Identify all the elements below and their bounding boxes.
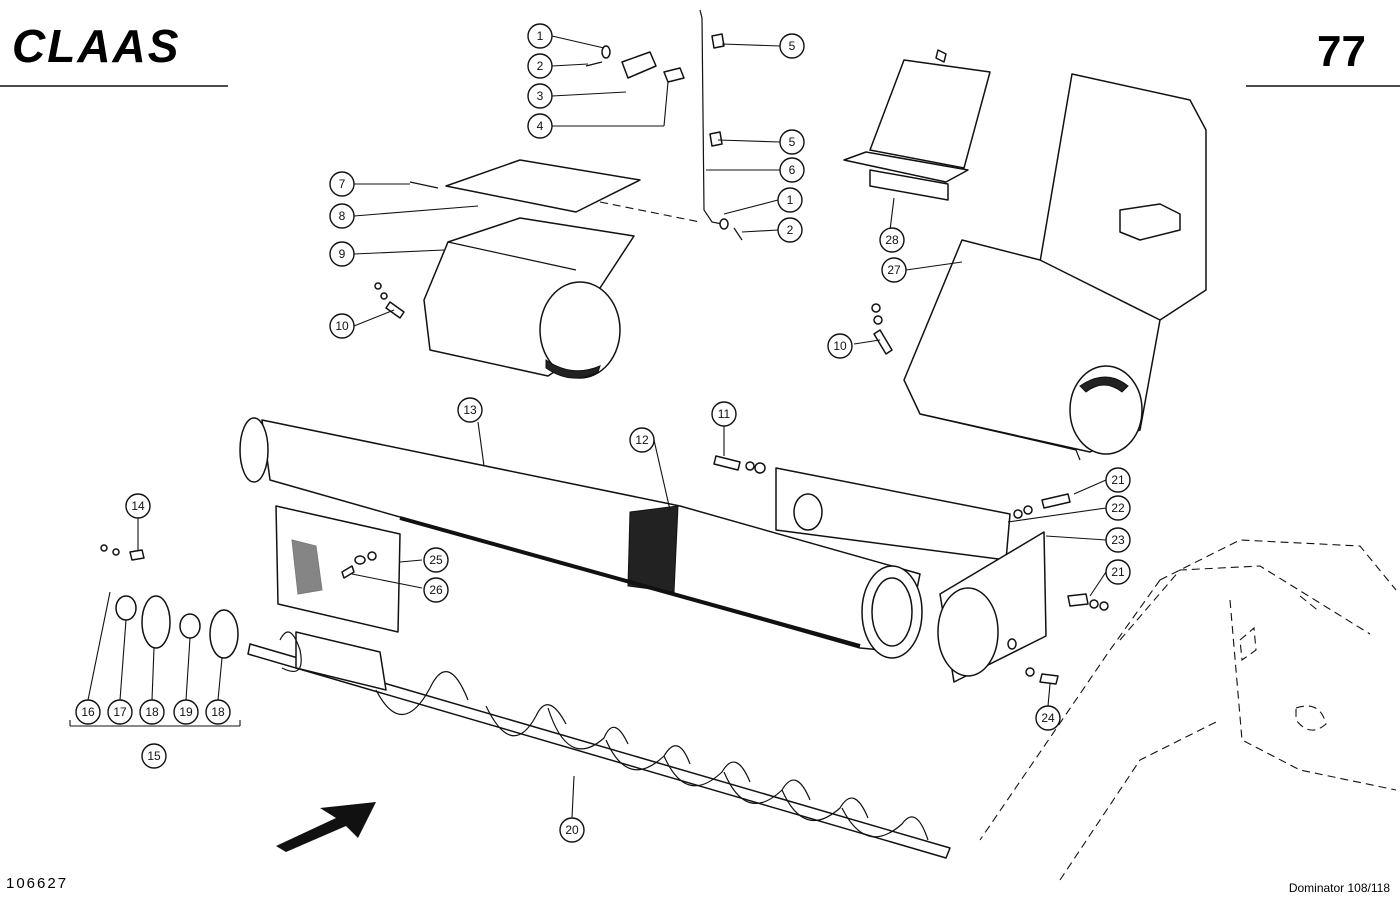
direction-arrow bbox=[276, 802, 376, 852]
hood bbox=[843, 49, 991, 201]
auger-shaft bbox=[247, 631, 951, 859]
callout-21b: 21 bbox=[1105, 559, 1131, 585]
callout-23: 23 bbox=[1105, 527, 1131, 553]
bolts-11-21-24 bbox=[713, 455, 1109, 685]
svg-text:8: 8 bbox=[339, 209, 346, 223]
callout-28: 28 bbox=[879, 227, 905, 253]
callout-1b: 1 bbox=[777, 187, 803, 213]
svg-text:17: 17 bbox=[113, 705, 127, 719]
svg-text:21: 21 bbox=[1111, 565, 1125, 579]
callout-12: 12 bbox=[629, 427, 655, 453]
svg-text:2: 2 bbox=[787, 223, 794, 237]
svg-text:24: 24 bbox=[1041, 711, 1055, 725]
svg-text:5: 5 bbox=[789, 39, 796, 53]
callout-20: 20 bbox=[559, 817, 585, 843]
wear-plate bbox=[275, 505, 401, 633]
svg-text:16: 16 bbox=[81, 705, 95, 719]
svg-text:20: 20 bbox=[565, 823, 579, 837]
svg-text:19: 19 bbox=[179, 705, 193, 719]
svg-text:14: 14 bbox=[131, 499, 145, 513]
upper-hopper bbox=[423, 217, 635, 379]
svg-text:21: 21 bbox=[1111, 473, 1125, 487]
svg-text:10: 10 bbox=[335, 319, 349, 333]
svg-text:25: 25 bbox=[429, 553, 443, 567]
header: CLAAS 77 bbox=[0, 20, 1400, 87]
svg-text:2: 2 bbox=[537, 59, 544, 73]
washer bbox=[601, 45, 611, 59]
auger-tube bbox=[239, 417, 923, 659]
bracket-plate bbox=[621, 51, 657, 79]
machine-frame-outline bbox=[979, 539, 1397, 881]
brand-logo: CLAAS bbox=[12, 20, 180, 72]
callout-5b: 5 bbox=[779, 129, 805, 155]
trough bbox=[903, 73, 1207, 461]
callout-7: 7 bbox=[329, 171, 355, 197]
svg-text:18: 18 bbox=[211, 705, 225, 719]
flange-plate bbox=[937, 531, 1047, 683]
callout-24: 24 bbox=[1035, 705, 1061, 731]
callouts: 1 2 3 4 5 5 6 1 2 7 8 9 10 28 27 10 13 1… bbox=[75, 23, 1131, 843]
bolt-set-right bbox=[871, 303, 893, 355]
bolt-set-left bbox=[374, 282, 405, 319]
svg-text:1: 1 bbox=[537, 29, 544, 43]
callout-21a: 21 bbox=[1105, 467, 1131, 493]
svg-text:22: 22 bbox=[1111, 501, 1125, 515]
callout-26: 26 bbox=[423, 577, 449, 603]
callout-27: 27 bbox=[881, 257, 907, 283]
callout-8: 8 bbox=[329, 203, 355, 229]
svg-text:27: 27 bbox=[887, 263, 901, 277]
bracket-assembly bbox=[585, 45, 685, 83]
callout-9: 9 bbox=[329, 241, 355, 267]
svg-text:6: 6 bbox=[789, 163, 796, 177]
svg-text:26: 26 bbox=[429, 583, 443, 597]
callout-19: 19 bbox=[173, 699, 199, 725]
page-number: 77 bbox=[1317, 27, 1366, 76]
svg-text:3: 3 bbox=[537, 89, 544, 103]
model-label: Dominator 108/118 bbox=[1289, 881, 1391, 895]
svg-text:4: 4 bbox=[537, 119, 544, 133]
cover-plate bbox=[445, 159, 641, 213]
svg-text:5: 5 bbox=[789, 135, 796, 149]
callout-25: 25 bbox=[423, 547, 449, 573]
svg-text:9: 9 bbox=[339, 247, 346, 261]
callout-10a: 10 bbox=[329, 313, 355, 339]
svg-text:15: 15 bbox=[147, 749, 161, 763]
svg-text:13: 13 bbox=[463, 403, 477, 417]
callout-11: 11 bbox=[711, 401, 737, 427]
rod-clip-lower bbox=[709, 131, 723, 147]
svg-text:23: 23 bbox=[1111, 533, 1125, 547]
svg-text:1: 1 bbox=[787, 193, 794, 207]
callout-3: 3 bbox=[527, 83, 553, 109]
callout-15: 15 bbox=[141, 743, 167, 769]
callout-10b: 10 bbox=[827, 333, 853, 359]
bearing-set bbox=[69, 544, 241, 727]
callout-2b: 2 bbox=[777, 217, 803, 243]
bracket-bolt bbox=[663, 67, 685, 83]
svg-text:11: 11 bbox=[718, 407, 731, 421]
callout-14: 14 bbox=[125, 493, 151, 519]
drawing-number: 106627 bbox=[6, 875, 68, 892]
callout-17: 17 bbox=[107, 699, 133, 725]
callout-18a: 18 bbox=[139, 699, 165, 725]
callout-2a: 2 bbox=[527, 53, 553, 79]
callout-4: 4 bbox=[527, 113, 553, 139]
callout-6: 6 bbox=[779, 157, 805, 183]
rod-clip-upper bbox=[711, 33, 725, 49]
rod bbox=[699, 9, 743, 241]
svg-text:7: 7 bbox=[339, 177, 346, 191]
callout-5a: 5 bbox=[779, 33, 805, 59]
pin bbox=[585, 61, 603, 67]
svg-text:12: 12 bbox=[635, 433, 649, 447]
callout-1a: 1 bbox=[527, 23, 553, 49]
svg-text:28: 28 bbox=[885, 233, 899, 247]
svg-text:10: 10 bbox=[833, 339, 847, 353]
callout-18b: 18 bbox=[205, 699, 231, 725]
callout-16: 16 bbox=[75, 699, 101, 725]
leader-lines bbox=[87, 35, 1107, 819]
svg-text:18: 18 bbox=[145, 705, 159, 719]
callout-22: 22 bbox=[1105, 495, 1131, 521]
callout-13: 13 bbox=[457, 397, 483, 423]
